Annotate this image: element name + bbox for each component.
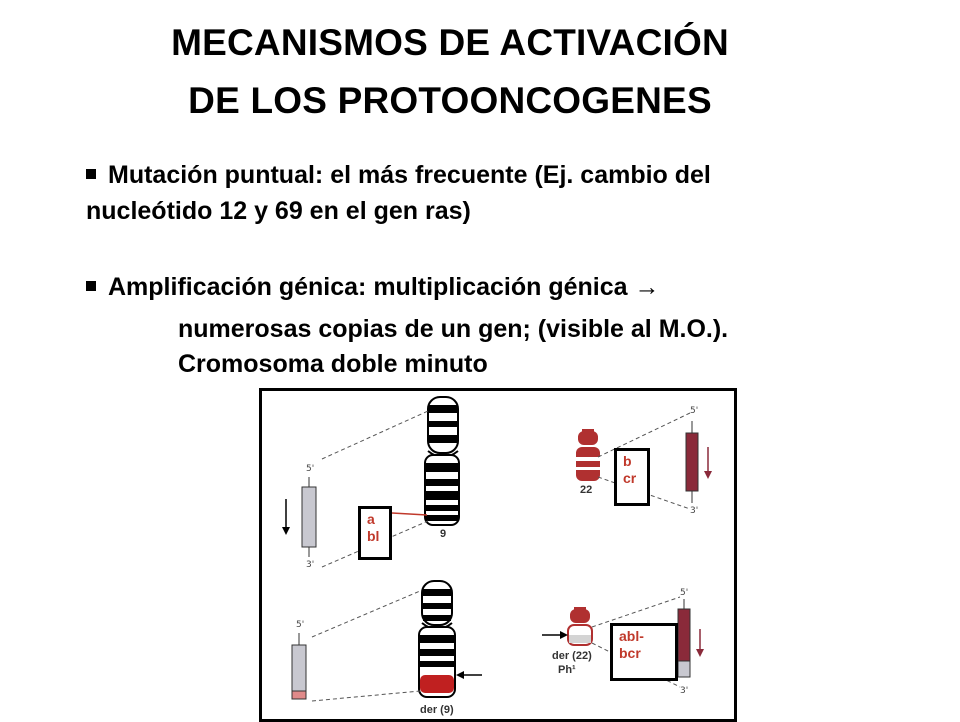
chr9-caption: 9 [440, 528, 446, 540]
bullet-2-text-1: Amplificación génica: multiplicación gén… [108, 273, 660, 301]
bullet-1-line-2: nucleótido 12 y 69 en el gen ras) [86, 197, 471, 225]
chromosome-22-icon [576, 429, 600, 481]
five-prime-mark: 5' [296, 620, 304, 630]
arrow-down-icon [696, 649, 704, 657]
arrow-right-icon [560, 631, 568, 639]
chr22-caption: 22 [580, 484, 592, 496]
three-prime-mark: 3' [306, 560, 314, 570]
der22-caption: der (22) [552, 650, 592, 662]
arrow-down-icon [282, 527, 290, 535]
bullet-2-line-1: Amplificación génica: multiplicación gén… [86, 270, 660, 304]
abl-gene-bar [301, 486, 317, 548]
three-prime-mark: 3' [690, 506, 698, 516]
arrow-left-icon [456, 671, 464, 679]
der22-chromosome-icon [567, 607, 593, 646]
chromosome-9-icon [424, 396, 460, 526]
five-prime-mark: 5' [680, 588, 688, 598]
bullet-1-line-1: Mutación puntual: el más frecuente (Ej. … [86, 158, 711, 192]
fusion-label-text: abl- bcr [619, 628, 644, 661]
der9-caption: der (9) [420, 704, 454, 716]
slide-title-line-2: DE LOS PROTOONCOGENES [188, 80, 712, 121]
abl-label: a bl [358, 506, 392, 560]
bcr-gene-bar [685, 432, 699, 492]
bullet-2-line-2: numerosas copias de un gen; (visible al … [178, 315, 729, 343]
square-bullet-icon [86, 281, 96, 292]
bullet-2-line-3: Cromosoma doble minuto [178, 350, 488, 378]
translocation-diagram: 9 5' 3' 22 5' [282, 396, 712, 716]
bcr-label: b cr [614, 448, 650, 506]
ph1-caption: Ph¹ [558, 664, 576, 676]
five-prime-mark: 5' [690, 406, 698, 416]
der9-chromosome-icon [418, 580, 456, 698]
five-prime-mark: 5' [306, 464, 314, 474]
abl-bcr-fusion-label: abl- bcr [610, 623, 678, 681]
abl-label-text: a bl [367, 511, 380, 544]
abl-fragment-bar [291, 644, 307, 692]
square-bullet-icon [86, 169, 96, 180]
translocation-figure: 9 5' 3' 22 5' [259, 388, 737, 722]
fusion-gene-bar [677, 608, 691, 662]
three-prime-mark: 3' [680, 686, 688, 696]
bcr-label-text: b cr [623, 453, 637, 486]
bullet-1-text-1: Mutación puntual: el más frecuente (Ej. … [108, 161, 711, 189]
arrow-down-icon [704, 471, 712, 479]
slide-title-line-1: MECANISMOS DE ACTIVACIÓN [171, 22, 729, 63]
